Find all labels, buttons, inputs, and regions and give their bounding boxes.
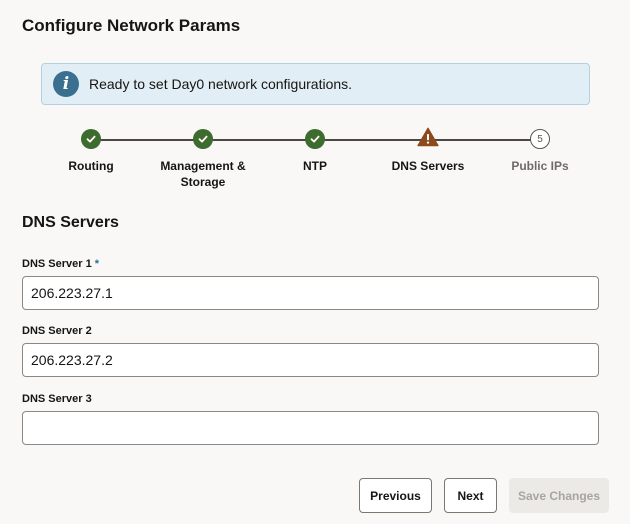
step-number-badge: 5	[530, 129, 550, 149]
next-button[interactable]: Next	[444, 478, 497, 513]
required-indicator: *	[94, 258, 99, 270]
previous-button[interactable]: Previous	[359, 478, 432, 513]
train-step-routing[interactable]: Routing	[31, 128, 151, 174]
save-changes-button[interactable]: Save Changes	[509, 478, 609, 513]
train-step-label: Management & Storage	[160, 159, 246, 189]
train-step-ntp[interactable]: NTP	[255, 128, 375, 174]
train-step-label: NTP	[303, 159, 327, 173]
step-train: Routing Management & Storage NTP	[0, 127, 630, 198]
train-connector	[203, 139, 315, 141]
train-connector	[91, 139, 203, 141]
check-icon	[81, 129, 101, 149]
section-title: DNS Servers	[22, 214, 119, 231]
dns-server-2-field: DNS Server 2	[22, 325, 599, 377]
dns-server-2-input[interactable]	[22, 343, 599, 377]
dns-server-3-input[interactable]	[22, 411, 599, 445]
page-title: Configure Network Params	[22, 16, 241, 35]
info-banner-message: Ready to set Day0 network configurations…	[89, 76, 353, 92]
train-step-dns-servers[interactable]: DNS Servers	[368, 127, 488, 174]
train-step-label: Public IPs	[511, 159, 569, 173]
info-banner: i Ready to set Day0 network configuratio…	[41, 63, 590, 105]
warning-icon	[417, 127, 439, 152]
info-icon: i	[53, 71, 79, 97]
train-connector	[315, 139, 428, 141]
field-label: DNS Server 2	[22, 325, 92, 337]
dns-server-3-field: DNS Server 3	[22, 393, 599, 445]
train-step-management-storage[interactable]: Management & Storage	[143, 128, 263, 190]
check-icon	[193, 129, 213, 149]
field-label: DNS Server 1*	[22, 258, 99, 270]
dns-server-1-input[interactable]	[22, 276, 599, 310]
train-connector	[428, 139, 540, 141]
train-step-public-ips[interactable]: 5 Public IPs	[480, 128, 600, 174]
check-icon	[305, 129, 325, 149]
dns-server-1-field: DNS Server 1*	[22, 258, 599, 310]
train-step-label: DNS Servers	[391, 159, 465, 173]
field-label: DNS Server 3	[22, 393, 92, 405]
train-step-label: Routing	[68, 159, 114, 173]
